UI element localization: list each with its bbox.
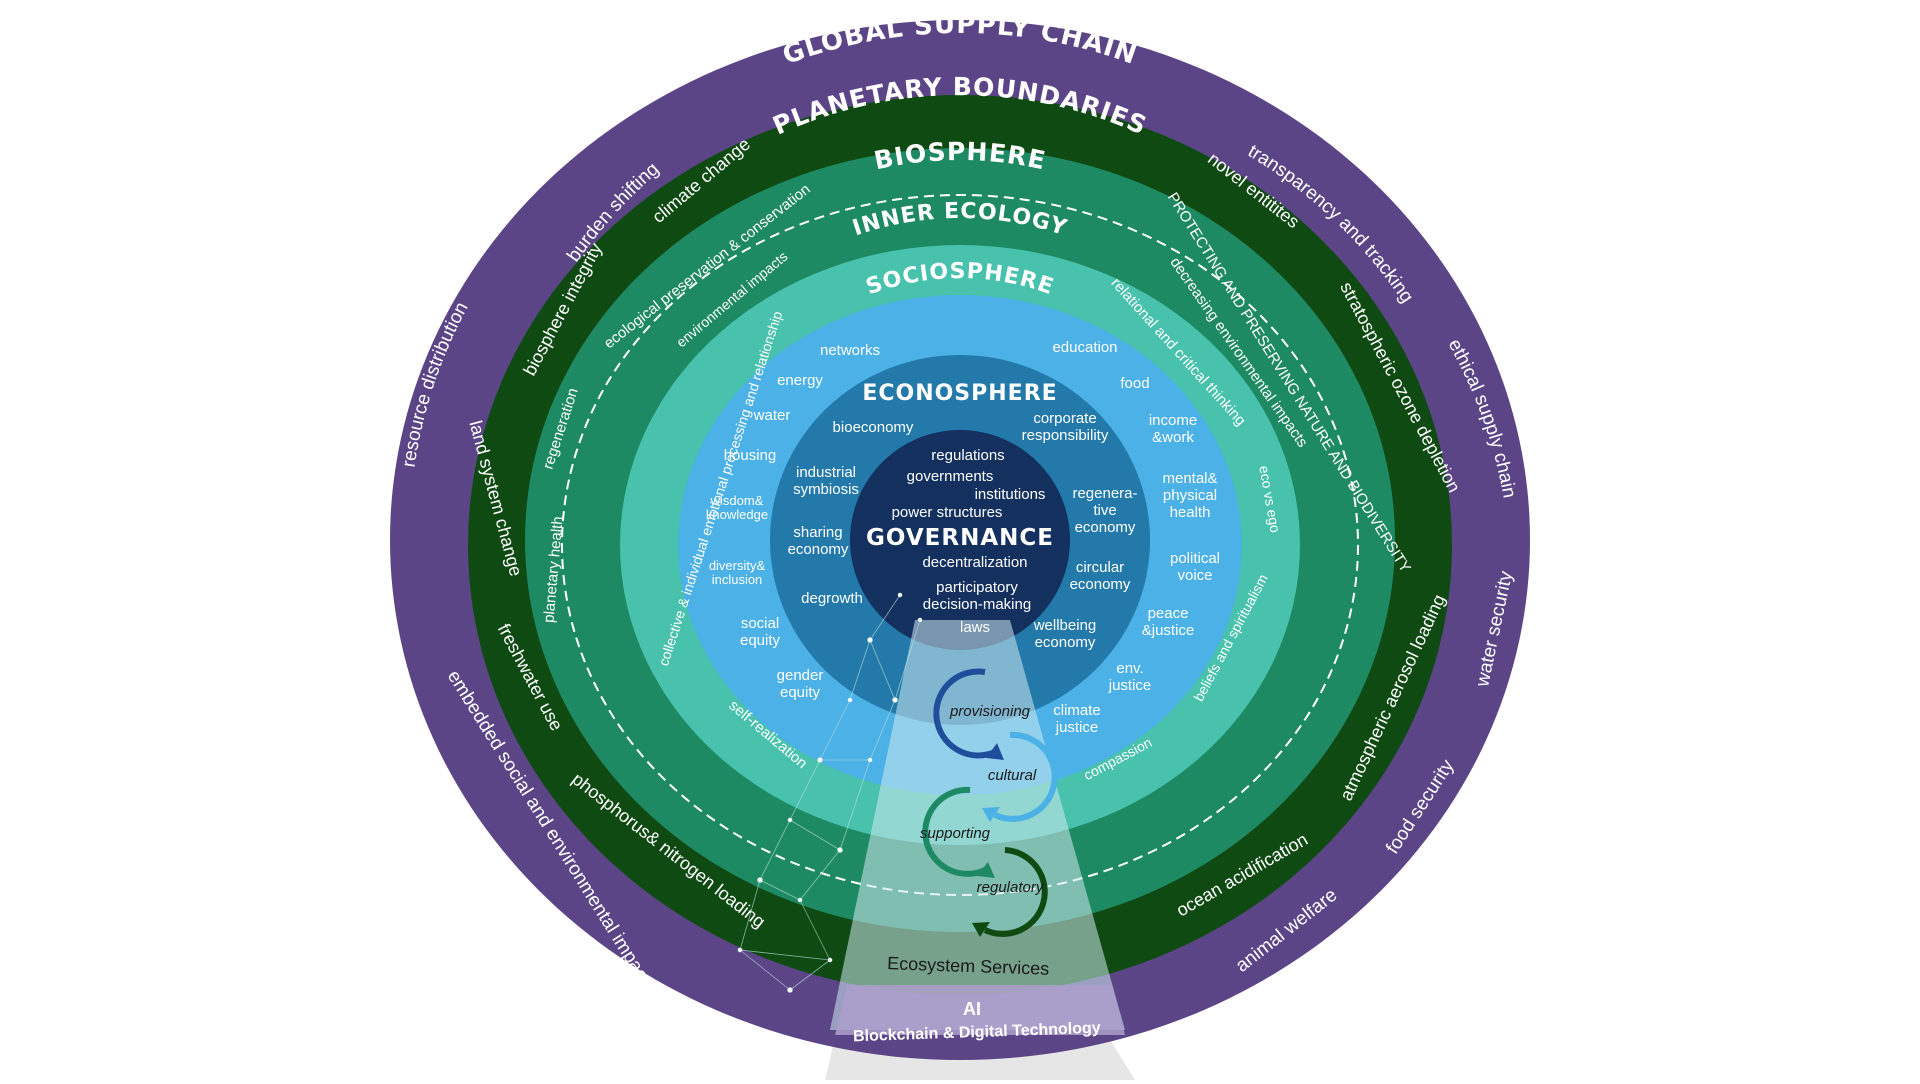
- ss-item-housing: housing: [724, 447, 777, 464]
- gov-item-governments: governments: [907, 468, 994, 485]
- arrowhead-cultural: [982, 807, 1000, 822]
- arrowhead-provisioning: [986, 743, 1004, 760]
- title-econosphere: ECONOSPHERE: [862, 381, 1057, 406]
- tech-ai-label: AI: [963, 999, 981, 1019]
- cycle-arrow-cultural: [993, 731, 1058, 822]
- ss-item-diversity: diversity&inclusion: [709, 558, 766, 587]
- ecosystem-cycle: [922, 668, 1058, 937]
- gov-item-regulations: regulations: [931, 447, 1004, 464]
- cycle-arrow-provisioning: [933, 668, 997, 759]
- title-governance: GOVERNANCE: [866, 525, 1054, 551]
- ss-item-food: food: [1120, 375, 1149, 392]
- ss-item-peace-justice: peace&justice: [1142, 605, 1195, 639]
- network-graphic: [737, 592, 923, 993]
- ss-item-energy: energy: [777, 372, 823, 389]
- cycle-label-supporting: supporting: [920, 825, 991, 842]
- cycle-label-regulatory: regulatory: [977, 879, 1045, 896]
- gov-item-institutions: institutions: [975, 486, 1046, 503]
- beam-tech-band: [835, 985, 1125, 1035]
- ss-item-water: water: [753, 407, 791, 424]
- cycle-label-provisioning: provisioning: [949, 703, 1031, 720]
- cycle-arrow-supporting: [922, 786, 987, 877]
- biosphere-dashed-line: [561, 194, 1359, 896]
- ss-item-wisdom: wisdom&knowledge: [706, 493, 768, 522]
- gov-item-decentralization: decentralization: [922, 554, 1027, 571]
- ss-item-env-justice: env.justice: [1108, 660, 1152, 694]
- cycle-label-cultural: cultural: [988, 767, 1037, 784]
- eco-item-bioeconomy: bioeconomy: [833, 419, 914, 436]
- arrowhead-regulatory: [972, 922, 990, 937]
- gov-item-laws: laws: [960, 619, 990, 636]
- ss-item-education: education: [1052, 339, 1117, 356]
- cycle-arrow-regulatory: [983, 847, 1048, 937]
- eco-item-degrowth: degrowth: [801, 590, 863, 607]
- ss-item-networks: networks: [820, 342, 880, 359]
- ss-item-income-work: income&work: [1149, 412, 1197, 446]
- ring-governance: [850, 430, 1070, 650]
- beam-light: [830, 620, 1125, 1030]
- gov-item-power-structures: power structures: [892, 504, 1003, 521]
- arrowhead-supporting: [977, 862, 995, 878]
